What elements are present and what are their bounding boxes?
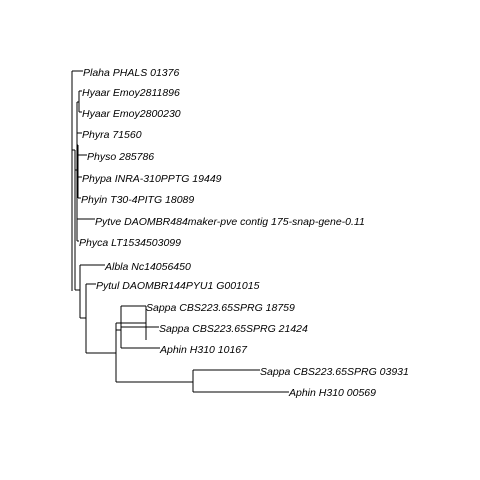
tip-labels: Plaha PHALS 01376 Hyaar Emoy2811896 Hyaa… [79,67,409,399]
tip-label: Phyra 71560 [82,129,142,141]
tip-label: Pytve DAOMBR484maker-pve contig 175-snap… [95,216,365,228]
tree-branches [71,70,289,393]
tip-label: Phyca LT1534503099 [79,237,181,249]
tip-label: Sappa CBS223.65SPRG 21424 [159,323,308,335]
tip-label: Hyaar Emoy2800230 [82,108,181,120]
tip-label: Phypa INRA-310PPTG 19449 [82,173,222,185]
tip-label: Phyin T30-4PITG 18089 [81,194,194,206]
tip-label: Aphin H310 00569 [288,387,376,399]
tip-label: Albla Nc14056450 [104,261,191,273]
tip-label: Sappa CBS223.65SPRG 03931 [260,366,409,378]
tip-label: Plaha PHALS 01376 [83,67,179,79]
tip-label: Hyaar Emoy2811896 [82,87,180,99]
tip-label: Physo 285786 [87,151,154,163]
tip-label: Sappa CBS223.65SPRG 18759 [146,302,295,314]
tip-label: Aphin H310 10167 [159,344,248,356]
tip-label: Pytul DAOMBR144PYU1 G001015 [96,280,260,292]
